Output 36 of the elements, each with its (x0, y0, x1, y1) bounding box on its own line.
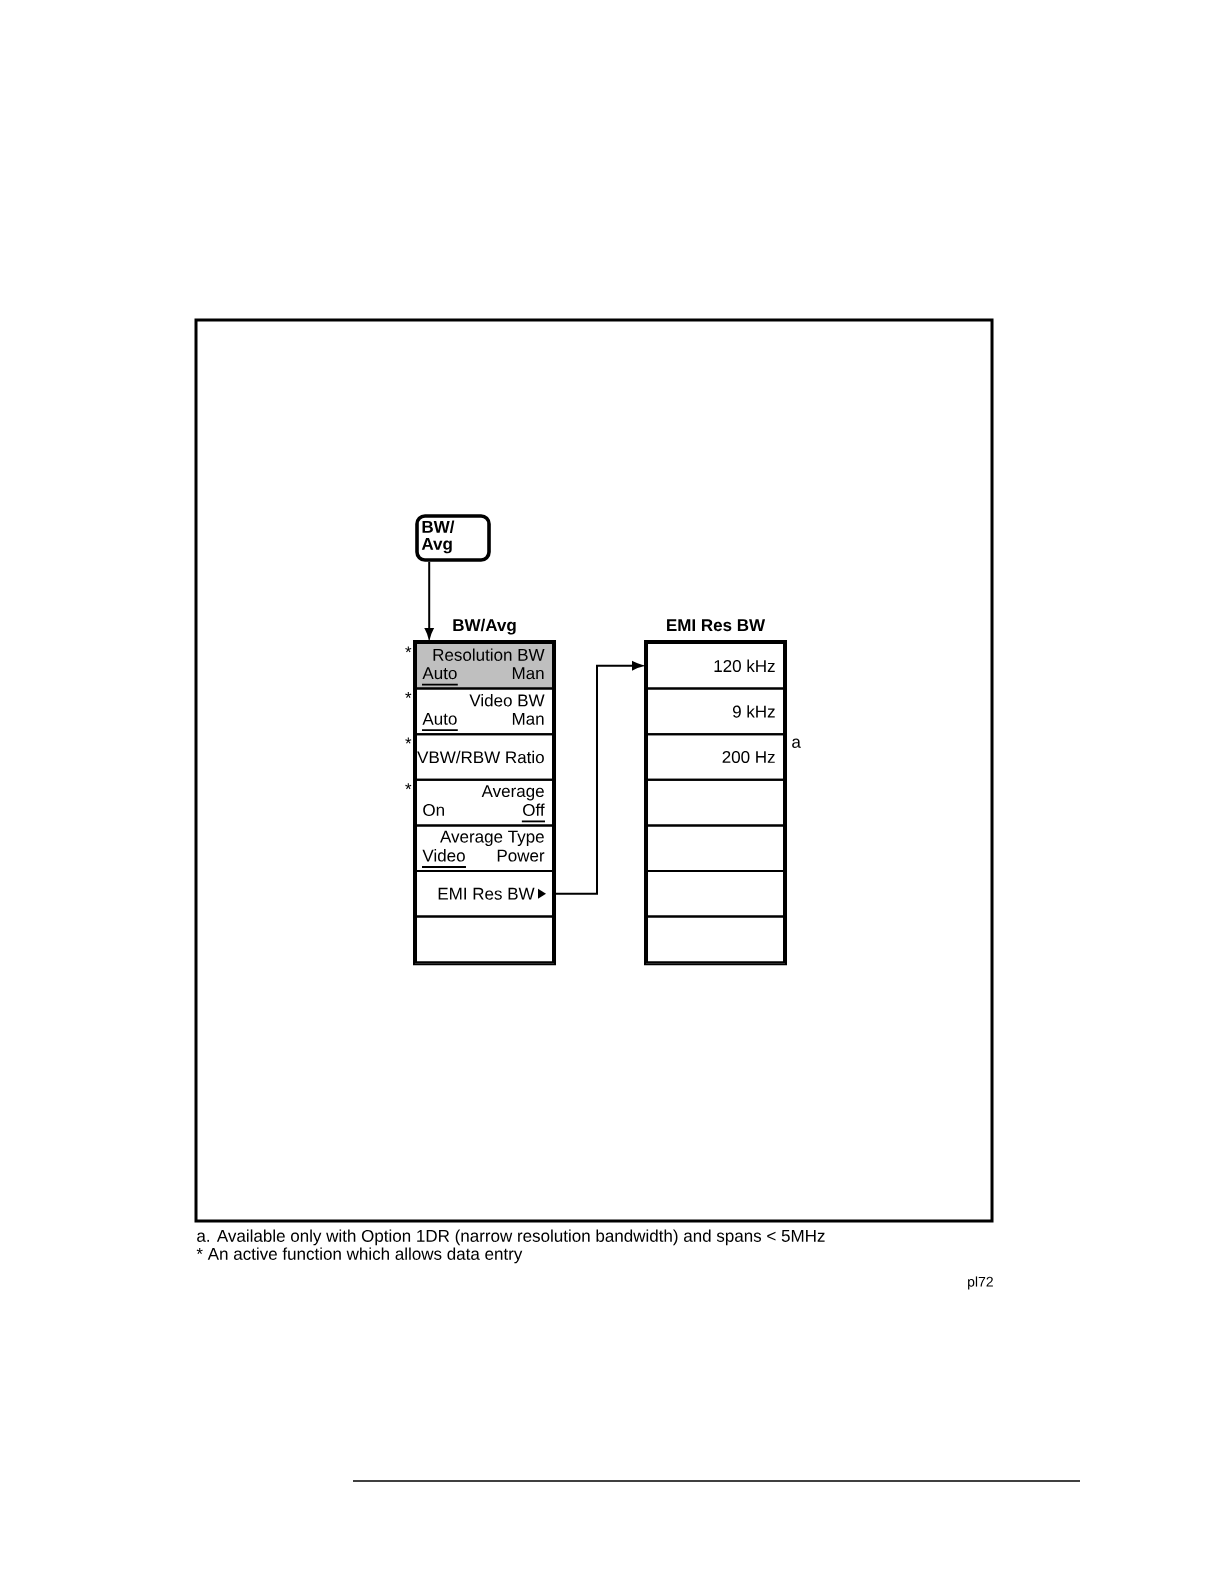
asterisk: * (405, 692, 412, 698)
softkey: VBW/RBW Ratio (415, 733, 554, 781)
node-label: EMI Res BW (667, 619, 766, 632)
node-label: Resolution BW (433, 648, 545, 661)
softkey: 200 Hz (646, 733, 785, 781)
softkey: Average Type Video Power (415, 824, 554, 872)
softkey (646, 778, 785, 827)
node-label: Man (512, 712, 544, 725)
asterisk: * (405, 646, 412, 653)
node-label: On (423, 803, 444, 816)
softkey: 120 kHz (646, 642, 785, 690)
page-code: pl72 (968, 1276, 993, 1290)
asterisk: * (405, 783, 412, 790)
softkey: 9 kHz (646, 687, 785, 736)
node-label: Auto (422, 712, 457, 725)
softkey: Video BW Auto Man (415, 687, 554, 736)
softkey: Average On Off (415, 778, 554, 827)
arrow (424, 560, 434, 639)
softkey: EMI Res BW (415, 870, 554, 918)
footnote: a. Available only with Option 1DR (narrow resolution bandwidth) and spans < 5MHz (197, 1229, 825, 1246)
node-label: Video BW (469, 693, 545, 707)
arrow (553, 661, 643, 895)
softkey (646, 870, 785, 918)
key-button: BW/ Avg (415, 514, 491, 562)
footnote: * An active function which allows data entry (196, 1247, 523, 1264)
softkey (646, 824, 785, 872)
node-label: Man (512, 667, 544, 680)
footnote-mark: a (792, 738, 801, 748)
softkey: Resolution BW Auto Man (415, 642, 554, 690)
asterisk: * (405, 737, 412, 744)
softkey (415, 915, 554, 964)
softkey (646, 915, 785, 964)
node-label: BW/Avg (453, 618, 516, 635)
node-label: Off (523, 803, 545, 816)
node-label: Auto (422, 667, 457, 680)
node-label: Average (481, 785, 544, 801)
